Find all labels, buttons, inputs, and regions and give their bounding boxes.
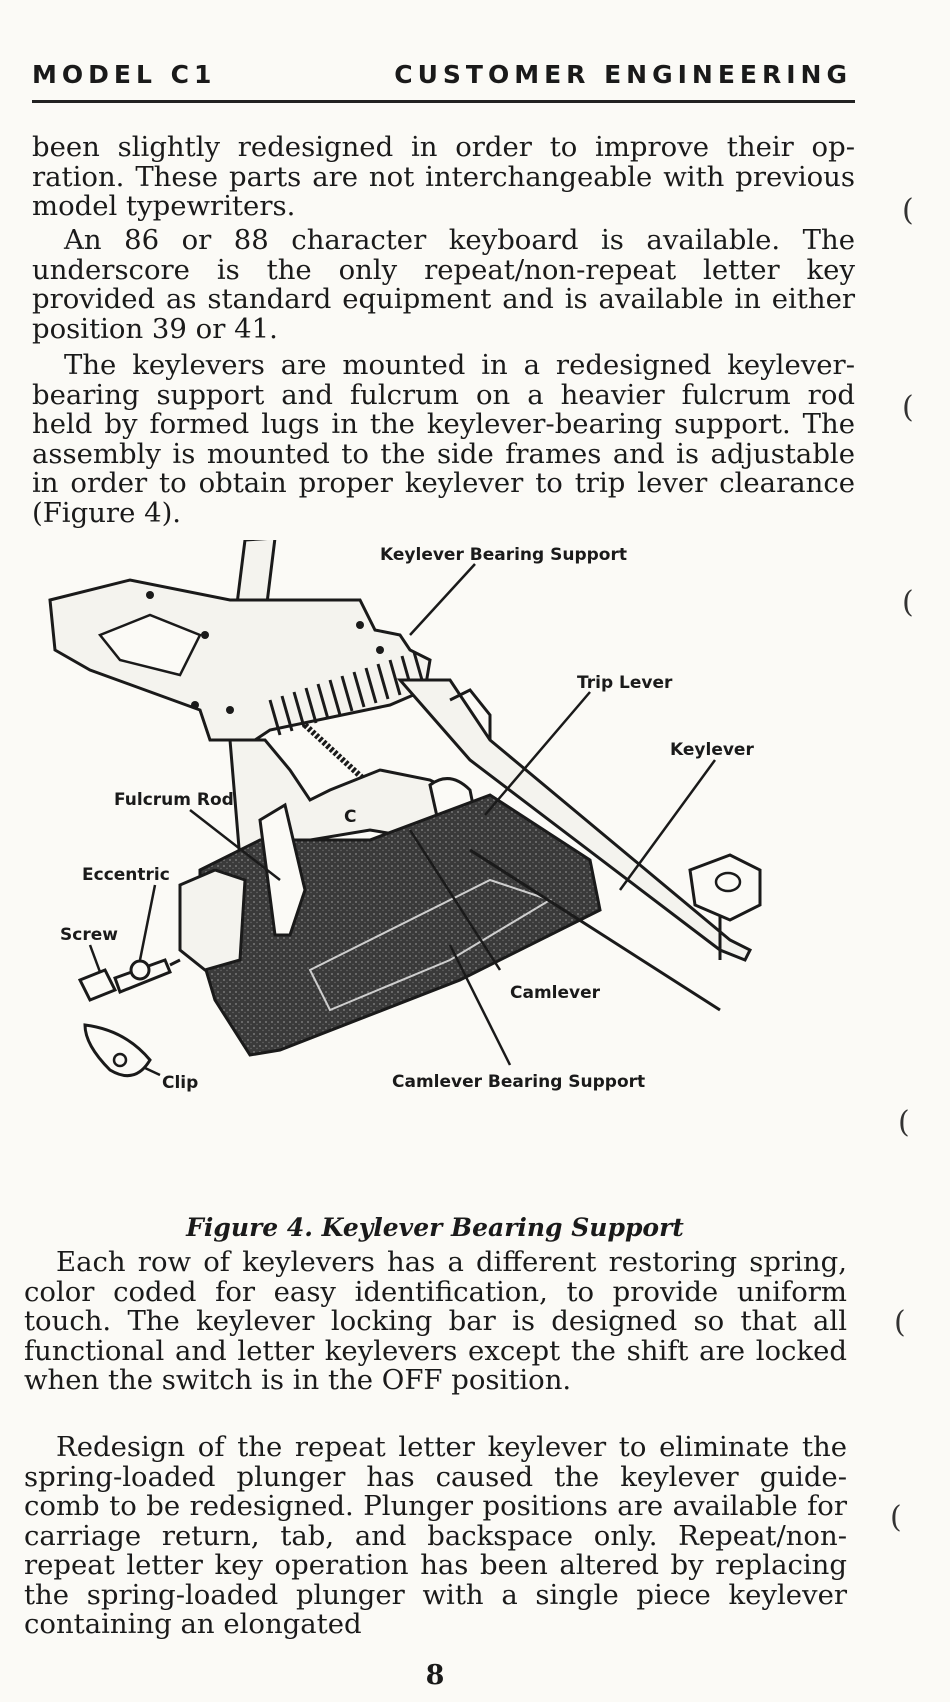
keylever-bar — [396, 678, 753, 962]
comb-teeth — [268, 651, 426, 736]
label-keylever-bearing-support: Keylever Bearing Support — [380, 545, 627, 565]
mechanism-illustration: Keylever Bearing Support Trip Lever Keyl… — [48, 536, 762, 1093]
label-keylever: Keylever — [670, 740, 754, 760]
label-trip-lever: Trip Lever — [577, 673, 673, 693]
margin-mark: ( — [890, 1500, 902, 1535]
paragraph-3: The keylevers are mounted in a redesigne… — [32, 349, 855, 529]
margin-mark: ( — [894, 1305, 906, 1340]
running-header: MODEL C1 CUSTOMER ENGINEERING — [32, 60, 852, 98]
margin-mark: ( — [898, 1105, 910, 1140]
label-clip: Clip — [162, 1073, 198, 1093]
screw-icon — [77, 958, 181, 1002]
margin-mark: ( — [902, 585, 914, 620]
label-camlever-bearing-support: Camlever Bearing Support — [392, 1072, 645, 1092]
paragraph-1: been slightly redesigned in order to imp… — [32, 131, 855, 222]
label-fulcrum-rod: Fulcrum Rod — [114, 790, 234, 810]
clip-icon — [83, 1023, 152, 1078]
key-top — [688, 853, 762, 922]
margin-mark: ( — [902, 193, 914, 228]
paragraph-5: Redesign of the repeat letter keylever t… — [24, 1431, 847, 1640]
end-bracket — [178, 868, 247, 972]
label-eccentric: Eccentric — [82, 865, 170, 885]
label-camlever: Camlever — [510, 983, 601, 1003]
bearing-support-plate — [48, 578, 432, 742]
plate-cutout — [97, 613, 202, 677]
figure-keylever-bearing-support: Keylever Bearing Support Trip Lever Keyl… — [30, 536, 850, 1200]
paragraph-4: Each row of keylevers has a different re… — [24, 1246, 847, 1396]
leader-lines — [88, 563, 717, 1077]
header-section: CUSTOMER ENGINEERING — [394, 60, 852, 89]
label-screw: Screw — [60, 925, 118, 945]
header-model: MODEL C1 — [32, 60, 217, 89]
camlever — [308, 878, 553, 1012]
paragraph-2: An 86 or 88 character keyboard is availa… — [32, 224, 855, 345]
header-rule — [32, 100, 855, 103]
page-number: 8 — [425, 1660, 445, 1691]
margin-mark: ( — [902, 390, 914, 425]
restoring-spring — [302, 722, 373, 788]
fulcrum-lever — [258, 802, 307, 937]
label-c: C — [344, 807, 356, 827]
figure-caption: Figure 4. Keylever Bearing Support — [186, 1213, 684, 1242]
